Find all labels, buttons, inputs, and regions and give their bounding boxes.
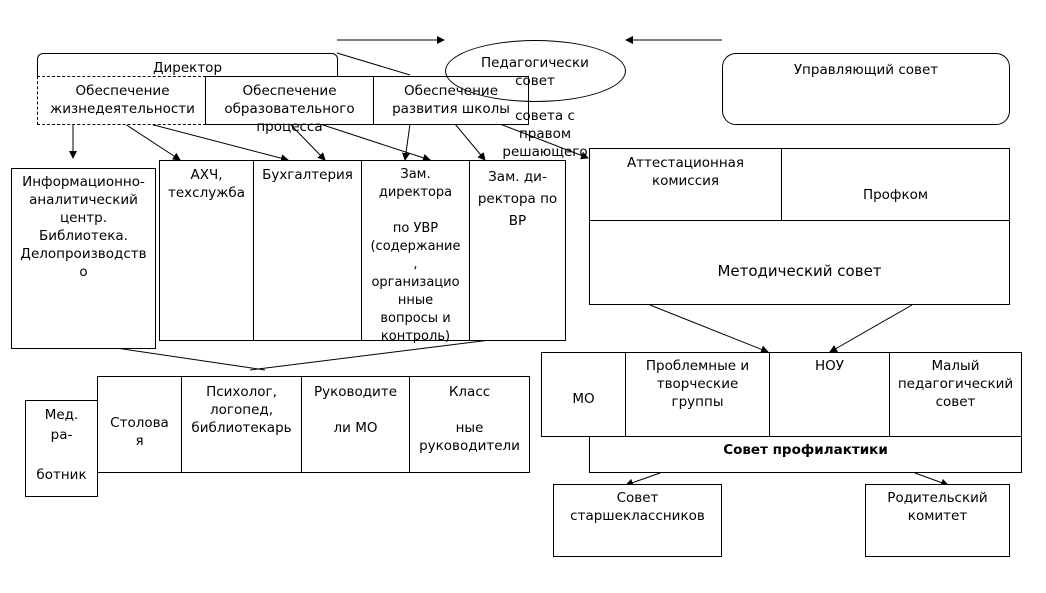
class-teachers-label: Класс ные руководители — [419, 384, 520, 454]
union-label: Профком — [862, 187, 929, 203]
arrow-method-to-row-left — [649, 304, 769, 354]
accounting-cell — [253, 160, 362, 341]
canteen-label: Столова я — [110, 415, 169, 449]
deputy-vr-label: Зам. ди- ректора по ВР — [477, 169, 558, 229]
provision-life-box — [37, 76, 206, 125]
accounting-label: Бухгалтерия — [262, 167, 353, 183]
parent-committee-box — [865, 484, 1010, 557]
ahch-label: АХЧ, техслужба — [168, 167, 245, 201]
senior-council-label: Совет старшеклассников — [570, 490, 705, 524]
parent-committee-label: Родительский комитет — [887, 490, 988, 524]
arrow-dev-to-deputy-vr — [454, 123, 486, 161]
ahch-cell — [159, 160, 254, 341]
provision-life-label: Обеспечение жизнедеятельности — [50, 83, 195, 117]
ped-council-tail-label: совета с правом решающего — [502, 108, 588, 160]
class-teachers-cell — [409, 376, 530, 473]
arrow-life-to-accounting — [149, 123, 289, 163]
prevention-council-box — [589, 436, 1022, 473]
psychologist-label: Психолог, логопед, библиотекарь — [191, 384, 292, 436]
senior-council-box — [553, 484, 722, 557]
ped-council-label: Педагогически совет — [481, 55, 589, 89]
provision-edu-label: Обеспечение образовательного процесса — [224, 83, 355, 135]
deputy-uvr-label: Зам. директора по УВР (содержание , орга… — [370, 167, 461, 344]
arrow-edu-to-accounting — [289, 123, 326, 161]
mo-heads-cell — [301, 376, 410, 473]
problem-groups-label: Проблемные и творческие группы — [645, 358, 750, 410]
director-to-ped-council-line — [336, 52, 411, 76]
provision-edu-box — [205, 76, 374, 125]
union-cell — [781, 148, 1010, 221]
mo-cell — [541, 352, 626, 437]
nou-label: НОУ — [814, 358, 844, 374]
mo-label: МО — [572, 391, 595, 407]
managing-council-box — [722, 53, 1010, 125]
provision-dev-label: Обеспечение развития школы — [392, 83, 510, 117]
arrow-prevention-to-parents — [914, 472, 949, 487]
info-center-box — [11, 168, 156, 349]
prevention-council-label: Совет профилактики — [723, 442, 888, 458]
line-vr-to-bottom-row — [249, 339, 491, 371]
info-center-label: Информационно- аналитический центр. Библ… — [20, 174, 147, 280]
ped-council-ellipse — [445, 40, 626, 102]
deputy-uvr-cell — [361, 160, 470, 341]
arrow-edu-to-deputy-uvr — [319, 123, 431, 162]
arrow-dev-to-deputy-uvr — [402, 123, 411, 161]
deputy-vr-cell — [469, 160, 566, 341]
managing-council-label: Управляющий совет — [793, 62, 939, 78]
mo-heads-label: Руководите ли МО — [313, 384, 398, 436]
arrow-life-to-ahch — [124, 123, 181, 161]
attestation-label: Аттестационная комиссия — [626, 155, 745, 189]
nou-cell — [769, 352, 890, 437]
med-worker-box — [25, 400, 98, 497]
small-ped-council-label: Малый педагогический совет — [897, 358, 1014, 410]
arrow-prevention-to-senior — [625, 472, 661, 487]
director-label: Директор — [152, 60, 223, 76]
arrow-dev-to-attestation — [499, 123, 589, 160]
med-worker-label: Мед. ра- ботник — [36, 407, 87, 483]
arrow-method-to-row-right — [829, 304, 913, 353]
method-council-label: Методический совет — [717, 262, 882, 280]
